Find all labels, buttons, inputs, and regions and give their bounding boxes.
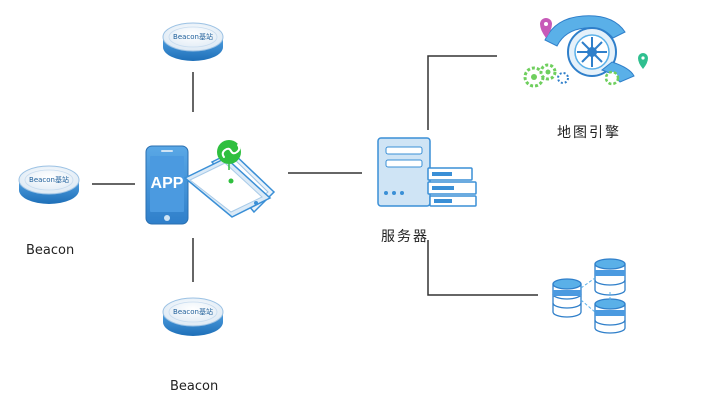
beacon-device-label: Beacon基站 <box>173 307 213 316</box>
beacon-device-bottom: Beacon基站 <box>162 297 224 336</box>
line-server-map <box>427 55 497 130</box>
map-engine-label: 地图引擎 <box>557 125 621 141</box>
mini-program-icon <box>217 140 241 170</box>
database-icon <box>552 258 626 334</box>
beacon-device-label: Beacon基站 <box>173 32 213 41</box>
app-label: APP <box>151 175 184 192</box>
tilted-phone <box>183 151 276 218</box>
beacon-device-top: Beacon基站 <box>162 22 224 61</box>
connector-lines <box>92 55 538 296</box>
map-engine-icon <box>523 15 648 88</box>
line-server-db <box>427 240 538 296</box>
beacon-device-label: Beacon基站 <box>29 175 69 184</box>
server-label: 服务器 <box>381 229 429 245</box>
beacon-left-label: Beacon <box>26 243 75 258</box>
beacon-bottom-label: Beacon <box>170 379 219 394</box>
beacon-device-left: Beacon基站 <box>18 165 80 204</box>
app-phone: APP <box>145 145 189 225</box>
server-icon <box>377 137 477 207</box>
